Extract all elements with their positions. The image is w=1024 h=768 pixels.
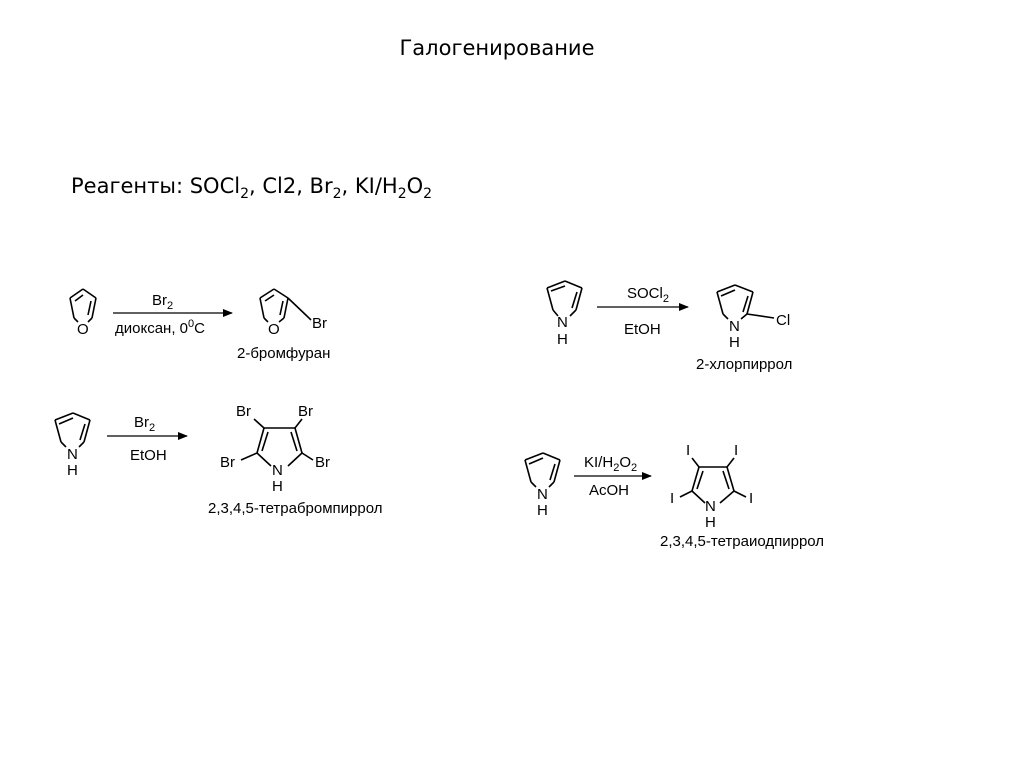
subscript: 2	[397, 186, 407, 202]
bromo-substituent-label: Br	[298, 403, 313, 420]
furan-molecule	[69, 288, 97, 323]
bromofuran-oxygen-label: O	[268, 321, 280, 338]
product-name: 2,3,4,5-тетрабромпиррол	[208, 500, 383, 517]
subscript: 2	[332, 186, 342, 202]
reagent-socl: SOCl	[189, 174, 241, 198]
reagents-prefix: Реагенты:	[71, 174, 190, 198]
nitrogen-label: N	[272, 462, 283, 479]
chloropyrrole-molecule	[716, 284, 775, 320]
reaction-pyrrole-tetraiodination: N H KI/H2O2 AcOH I I I I N H 2,3,4,5-тет…	[524, 442, 824, 550]
nitrogen-label: N	[557, 314, 568, 331]
nh-hydrogen-label: H	[537, 502, 548, 519]
chloro-substituent-label: Cl	[776, 312, 790, 329]
reaction-furan-bromination: O Br2 диоксан, 00C O Br 2-бромфуран	[69, 288, 330, 362]
subscript: 2	[240, 186, 249, 202]
reagent-below: AcOH	[589, 482, 629, 499]
bromo-substituent-label: Br	[315, 454, 330, 471]
nh-hydrogen-label: H	[272, 478, 283, 495]
reagent-below: диоксан, 00C	[115, 318, 205, 337]
nitrogen-label: N	[705, 498, 716, 515]
nh-hydrogen-label: H	[67, 462, 78, 479]
reagent-ki-h: , KI/H	[341, 174, 398, 198]
pyrrole-molecule	[54, 412, 91, 448]
furan-oxygen-label: O	[77, 321, 89, 338]
bromo-substituent-label: Br	[220, 454, 235, 471]
pyrrole-molecule	[546, 280, 583, 317]
iodo-substituent-label: I	[670, 490, 674, 507]
slide-title: Галогенирование	[399, 36, 595, 60]
bromo-substituent-label: Br	[236, 403, 251, 420]
nitrogen-label: N	[67, 446, 78, 463]
nitrogen-label: N	[537, 486, 548, 503]
reagent-below: EtOH	[624, 321, 661, 338]
reagent-below: EtOH	[130, 447, 167, 464]
tetrabromopyrrole-molecule	[240, 418, 314, 467]
reagent-above: KI/H2O2	[584, 454, 637, 474]
reagent-above: Br2	[152, 292, 173, 312]
reaction-pyrrole-tetrabromination: N H Br2 EtOH Br Br Br Br N H 2,3,4,5-тет…	[54, 403, 383, 517]
bromofuran-molecule	[259, 288, 312, 323]
reagent-above: Br2	[134, 414, 155, 434]
iodo-substituent-label: I	[686, 442, 690, 459]
tetraiodopyrrole-molecule	[679, 457, 747, 504]
iodo-substituent-label: I	[734, 442, 738, 459]
product-name: 2-хлорпиррол	[696, 356, 792, 373]
subscript: 2	[423, 186, 433, 202]
reagents-line: Реагенты: SOCl2, Cl2, Br2, KI/H2O2	[71, 174, 432, 201]
bromo-substituent-label: Br	[312, 315, 327, 332]
nh-hydrogen-label: H	[705, 514, 716, 531]
nitrogen-label: N	[729, 318, 740, 335]
iodo-substituent-label: I	[749, 490, 753, 507]
reagent-o: O	[406, 174, 424, 198]
reagent-above: SOCl2	[627, 285, 669, 305]
reagent-cl2-br: , Cl2, Br	[248, 174, 333, 198]
product-name: 2,3,4,5-тетраиодпиррол	[660, 533, 824, 550]
pyrrole-molecule	[524, 452, 561, 488]
nh-hydrogen-label: H	[729, 334, 740, 351]
product-name: 2-бромфуран	[237, 345, 330, 362]
nh-hydrogen-label: H	[557, 331, 568, 348]
reaction-pyrrole-chlorination: N H SOCl2 EtOH N H Cl 2-хлорпиррол	[546, 280, 792, 373]
